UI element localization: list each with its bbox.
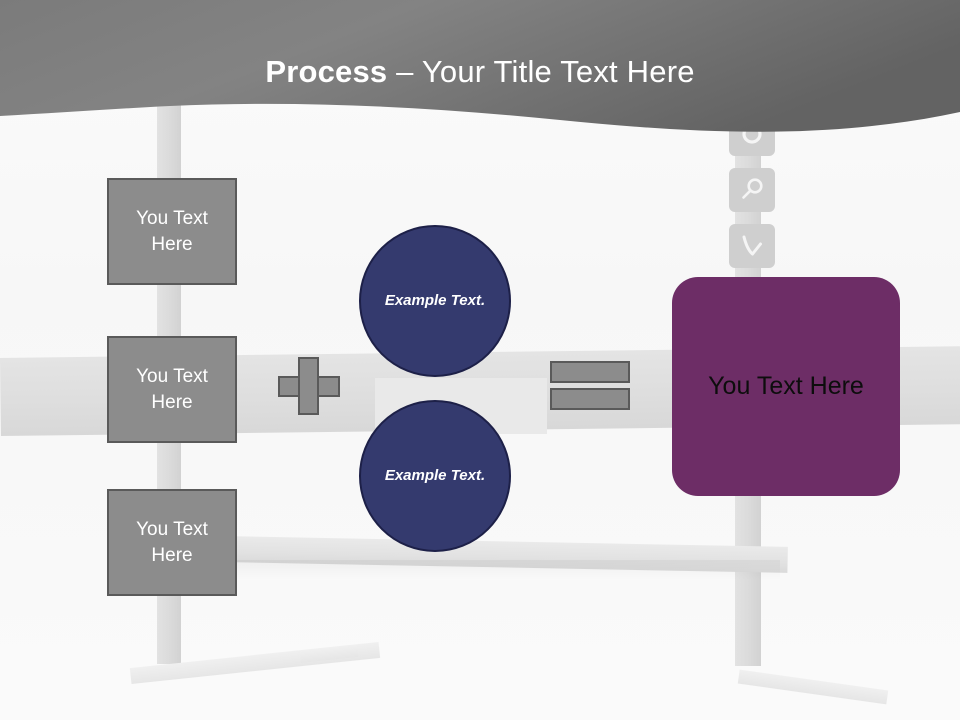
input-box-1[interactable]: You Text Here — [107, 178, 237, 285]
equals-icon-bar-top — [550, 361, 630, 383]
result-box-label: You Text Here — [708, 372, 864, 400]
input-box-1-label: You Text Here — [136, 207, 208, 255]
plus-icon — [278, 357, 340, 415]
example-circle-2[interactable]: Example Text. — [359, 400, 511, 552]
crossbar-shadow — [170, 560, 780, 580]
icon-tile-check[interactable] — [729, 224, 775, 268]
example-circle-2-label: Example Text. — [384, 467, 486, 485]
plus-icon-center — [300, 378, 317, 395]
page-title-bold: Process — [265, 54, 388, 89]
page-title: Process – Your Title Text Here — [0, 54, 960, 90]
input-box-3-label: You Text Here — [136, 518, 208, 566]
input-box-2-label: You Text Here — [136, 365, 208, 413]
input-box-3[interactable]: You Text Here — [107, 489, 237, 596]
example-circle-1[interactable]: Example Text. — [359, 225, 511, 377]
header-wave-shape — [0, 0, 960, 132]
icon-tile-search[interactable] — [729, 168, 775, 212]
example-circle-1-label: Example Text. — [384, 292, 486, 310]
input-box-2[interactable]: You Text Here — [107, 336, 237, 443]
page-title-rest: – Your Title Text Here — [387, 54, 695, 89]
search-icon — [742, 178, 763, 199]
equals-icon-bar-bottom — [550, 388, 630, 410]
equals-icon — [550, 361, 630, 411]
header-banner: Process – Your Title Text Here — [0, 0, 960, 140]
check-icon — [742, 235, 762, 256]
result-box[interactable]: You Text Here — [672, 277, 900, 496]
